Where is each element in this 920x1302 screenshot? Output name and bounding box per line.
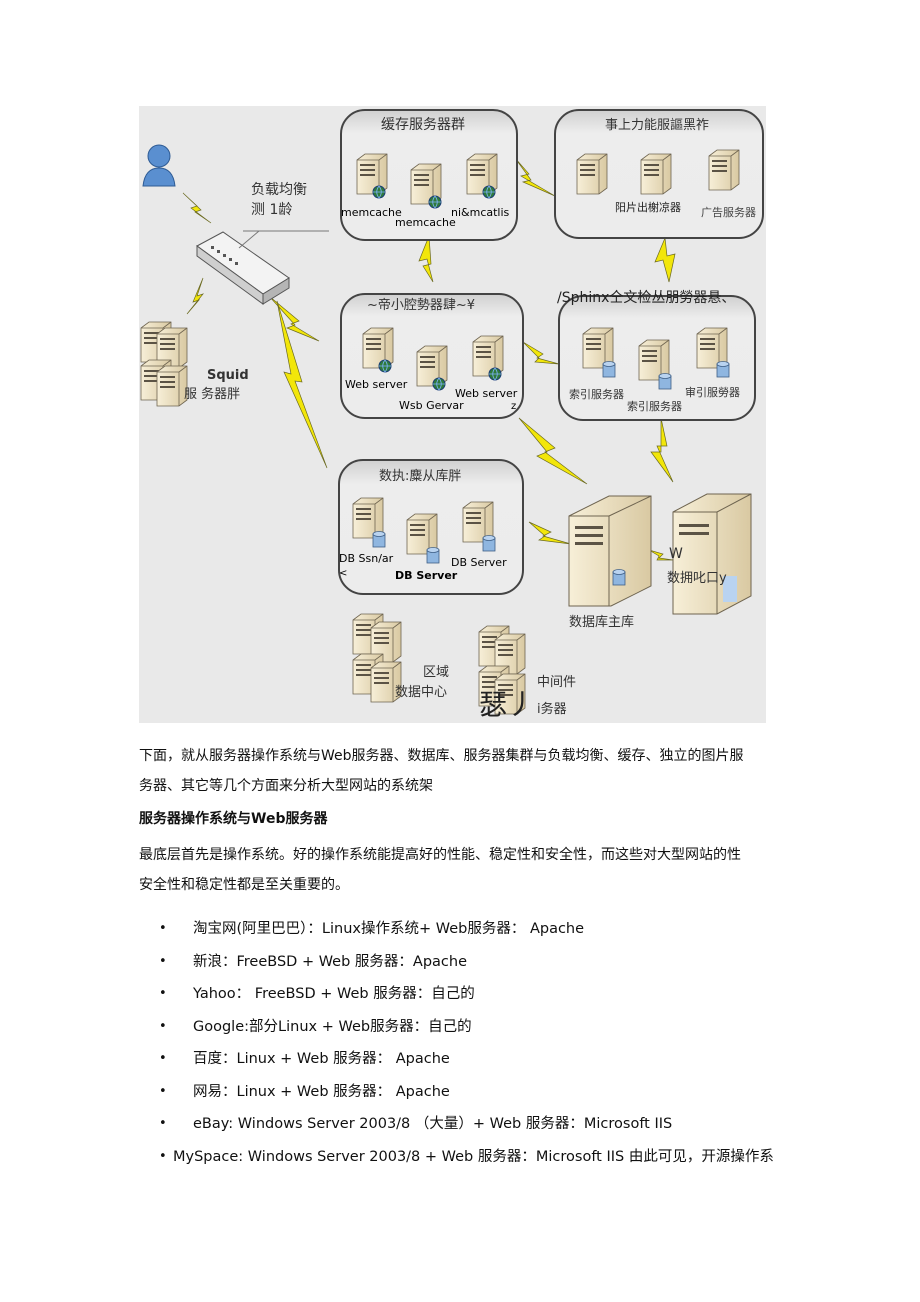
region-label: 区域数据中心 <box>395 665 449 700</box>
web-server-group: ~帝小腔勢器肆~¥ Web server Wsb Gervar Web serv… <box>340 293 524 419</box>
svg-text:阳片出榭凉器: 阳片出榭凉器 <box>615 200 681 214</box>
svg-text:<: < <box>339 568 347 579</box>
cache-server-group: 缓存服务器群 memcache memcache ni&mcatlis <box>340 109 518 241</box>
svg-text:DB Server: DB Server <box>395 569 458 582</box>
sphinx-server-group: /Sphinx仝文检丛朋勞器悬、 索引服务器 索引服务器 审引服勞器 <box>557 290 756 421</box>
db-backup-server <box>672 493 752 615</box>
svg-text:W: W <box>669 546 683 562</box>
cache-group-title: 缓存服务器群 <box>381 117 465 133</box>
intro-paragraph-line-1: 下面，就从服务器操作系统与Web服务器、数据库、服务器集群与负载均衡、缓存、独立… <box>139 748 744 764</box>
svg-text:z: z <box>511 401 516 412</box>
svg-text:Web server: Web server <box>345 378 408 391</box>
image-server-group: 事上力能服謳黑祚 阳片出榭凉器 广告服务器 <box>554 109 764 239</box>
svg-text:索引服务器: 索引服务器 <box>627 399 682 413</box>
load-balancer-icon <box>196 231 290 305</box>
os-paragraph-line-2: 安全性和稳定性都是至关重要的。 <box>139 877 349 893</box>
db-group-title: 数执:麋从库胖 <box>379 468 461 484</box>
region-datacenter-stack <box>352 613 402 703</box>
svg-text:索引服务器: 索引服务器 <box>569 387 624 401</box>
svg-text:memcache: memcache <box>341 206 402 219</box>
db-master-label: 数据库主库 <box>569 614 634 630</box>
list-item: •Google:部分Linux + Web服务器：自己的 <box>159 1018 472 1035</box>
web-group-title: ~帝小腔勢器肆~¥ <box>367 297 475 313</box>
svg-text:DB Ssn/ar: DB Ssn/ar <box>339 552 394 565</box>
list-item: •网易：Linux + Web 服务器： Apache <box>159 1083 450 1100</box>
squid-server-stack <box>140 321 188 407</box>
db-backup-label: 数拥叱口y <box>667 571 727 586</box>
intro-paragraph-line-2: 务器、其它等几个方面来分析大型网站的系统架 <box>139 778 433 794</box>
svg-text:ni&mcatlis: ni&mcatlis <box>451 206 510 219</box>
list-item: •Yahoo： FreeBSD + Web 服务器：自己的 <box>159 986 475 1002</box>
svg-text:memcache: memcache <box>395 216 456 229</box>
lightning-links <box>182 157 676 561</box>
load-balancer-label: 负载均衡测 1龄 <box>251 182 307 218</box>
svg-text:DB Server: DB Server <box>451 556 507 569</box>
list-item: •eBay: Windows Server 2003/8 （大量）+ Web 服… <box>159 1116 673 1132</box>
list-item: •百度：Linux + Web 服务器： Apache <box>159 1051 450 1067</box>
image-group-title: 事上力能服謳黑祚 <box>605 117 709 133</box>
db-master-server <box>568 495 652 607</box>
svg-text:广告服务器: 广告服务器 <box>701 206 756 219</box>
section-heading: 服务器操作系统与Web服务器 <box>139 811 328 827</box>
list-item: •新浪：FreeBSD + Web 服务器：Apache <box>159 953 468 970</box>
svg-text:审引服勞器: 审引服勞器 <box>685 385 740 399</box>
list-item: •淘宝网(阿里巴巴）：Linux操作系统+ Web服务器： Apache <box>159 921 585 937</box>
db-slave-group: 数执:麋从库胖 DB Ssn/ar DB Server DB Server < <box>338 459 524 595</box>
list-item: •MySpace: Windows Server 2003/8 + Web 服务… <box>159 1148 774 1165</box>
user-icon <box>142 144 176 187</box>
svg-text:Web server: Web server <box>455 387 518 400</box>
sphinx-group-title: /Sphinx仝文检丛朋勞器悬、 <box>557 290 735 306</box>
middleware-glyph: 瑟丿 <box>479 688 535 721</box>
os-paragraph-line-1: 最底层首先是操作系统。好的操作系统能提高好的性能、稳定性和安全性，而这些对大型网… <box>139 847 741 863</box>
site-os-list: •淘宝网(阿里巴巴）：Linux操作系统+ Web服务器： Apache •新浪… <box>139 914 799 1174</box>
svg-text:Wsb Gervar: Wsb Gervar <box>399 399 464 412</box>
